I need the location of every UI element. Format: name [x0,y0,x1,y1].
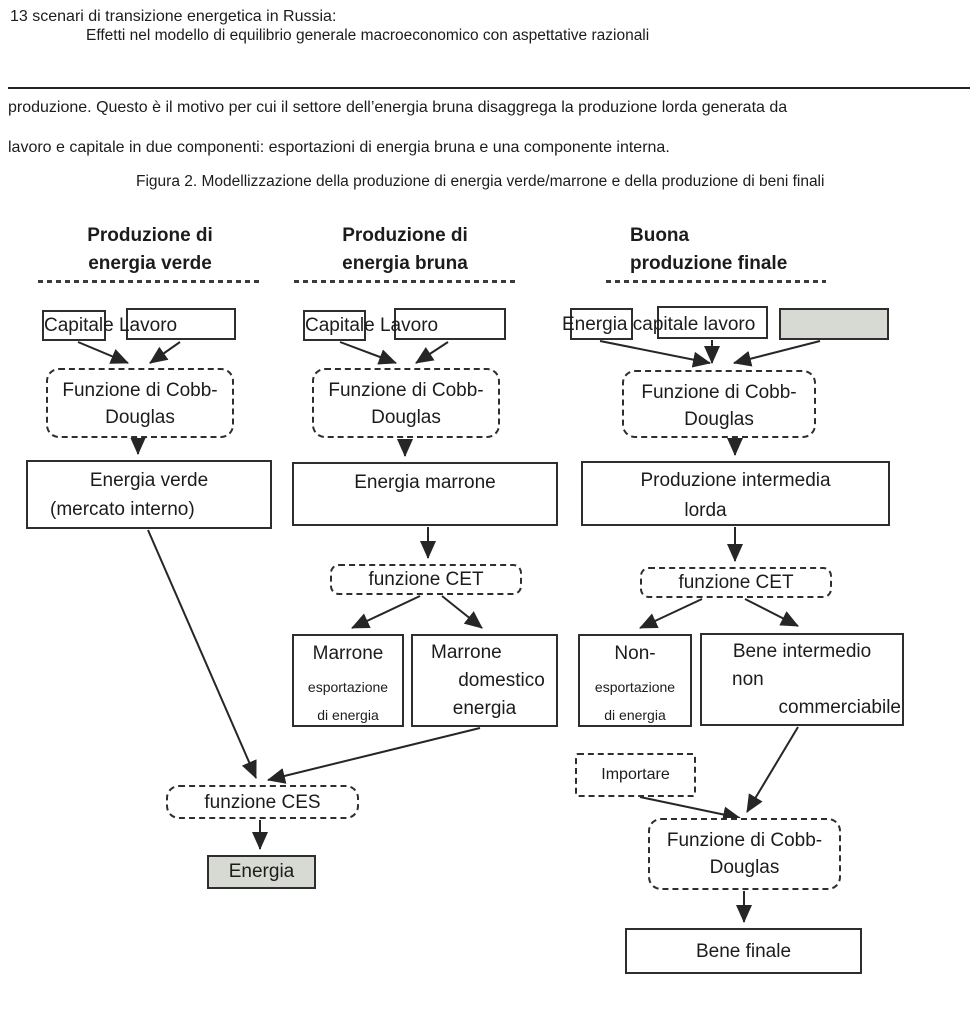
brown-capital-input-box [303,310,366,341]
final-good-node: Bene finale [625,928,862,974]
final-cobb-douglas-line2: Douglas [684,409,754,430]
brown-cet-function-node: funzione CET [330,564,522,595]
green-inputs-label: Capitale Lavoro [44,315,178,336]
body-paragraph-line1: produzione. Questo è il motivo per cui i… [8,99,788,116]
green-energy-node: Energia verde (mercato interno) [26,460,272,529]
brown-energy-label: Energia marrone [354,472,496,493]
brown-heading-dashed-underline [294,280,516,283]
non-export-node: Non- esportazione di energia [578,634,692,727]
green-cobb-douglas-line2: Douglas [105,407,175,428]
column-heading-green: Produzione di energia verde [40,222,260,278]
final-energy-input-box [570,308,633,340]
gross-intermediate-node: Produzione intermedia lorda [581,461,890,526]
brown-labor-input-box [394,308,506,340]
brown-export-node: Marrone esportazione di energia [292,634,404,727]
column-heading-final-line1: Buona [630,225,690,246]
header-rule [8,87,970,89]
brown-domestic-line3: energia [452,698,517,719]
final-cet-function-node: funzione CET [640,567,832,598]
brown-cet-function-label: funzione CET [368,569,484,590]
column-heading-final: Buona produzione finale [630,222,850,278]
figure-caption: Figura 2. Modellizzazione della produzio… [136,173,825,190]
final-cobb-douglas-node: Funzione di Cobb- Douglas [622,370,816,438]
non-export-line2: esportazione [594,679,676,695]
final-inputs-label: Energia capitale lavoro [562,314,756,335]
non-export-line1: Non- [614,643,656,664]
green-energy-line1: Energia verde [89,470,209,491]
running-head-line1: 13 scenari di transizione energetica in … [10,8,337,25]
energy-output-label: Energia [228,861,295,882]
green-capital-input-box [42,310,106,341]
final-good-cobb-douglas-line1: Funzione di Cobb- [666,830,823,851]
brown-export-line2: esportazione [307,679,389,695]
brown-cobb-douglas-node: Funzione di Cobb- Douglas [312,368,500,438]
final-good-cobb-douglas-line2: Douglas [709,857,780,878]
non-tradable-intermediate-node: Bene intermedio non commerciabile [700,633,904,726]
brown-energy-node: Energia marrone [292,462,558,526]
non-tradable-line2: non [732,669,764,690]
brown-cobb-douglas-line1: Funzione di Cobb- [328,380,484,401]
brown-cobb-douglas-line2: Douglas [371,407,441,428]
green-heading-dashed-underline [38,280,259,283]
brown-domestic-line2: domestico [458,670,545,691]
ces-function-node: funzione CES [166,785,359,819]
final-heading-dashed-underline [606,280,826,283]
column-heading-brown-line2: energia bruna [342,253,468,274]
energy-output-node: Energia [207,855,316,889]
brown-export-line1: Marrone [312,643,384,664]
final-cet-function-label: funzione CET [678,572,794,593]
green-cobb-douglas-node: Funzione di Cobb- Douglas [46,368,234,438]
green-labor-input-box [126,308,236,340]
column-heading-green-line1: Produzione di [87,225,213,246]
green-energy-line2: (mercato interno) [50,499,195,520]
green-cobb-douglas-line1: Funzione di Cobb- [62,380,218,401]
final-capital-labor-input-box [657,306,768,339]
column-heading-green-line2: energia verde [88,253,212,274]
non-tradable-line1: Bene intermedio [732,641,872,662]
brown-inputs-label: Capitale Lavoro [305,315,439,336]
gross-intermediate-line1: Produzione intermedia [640,470,831,491]
column-heading-brown: Produzione di energia bruna [294,222,516,278]
final-good-cobb-douglas-node: Funzione di Cobb- Douglas [648,818,841,890]
non-export-line3: di energia [604,707,666,723]
import-node: Importare [575,753,696,797]
brown-domestic-line1: Marrone [431,642,502,663]
import-label: Importare [601,766,670,783]
column-heading-brown-line1: Produzione di [342,225,468,246]
final-gray-input-box [779,308,889,340]
gross-intermediate-line2: lorda [684,500,727,521]
ces-function-label: funzione CES [204,792,321,813]
body-paragraph-line2: lavoro e capitale in due componenti: esp… [8,139,670,156]
final-good-label: Bene finale [695,941,792,962]
running-head-line2: Effetti nel modello di equilibrio genera… [86,27,650,44]
brown-domestic-node: Marrone domestico energia [411,634,558,727]
non-tradable-line3: commerciabile [778,697,901,718]
column-heading-final-line2: produzione finale [630,253,788,274]
brown-export-line3: di energia [317,707,379,723]
final-cobb-douglas-line1: Funzione di Cobb- [641,382,797,403]
